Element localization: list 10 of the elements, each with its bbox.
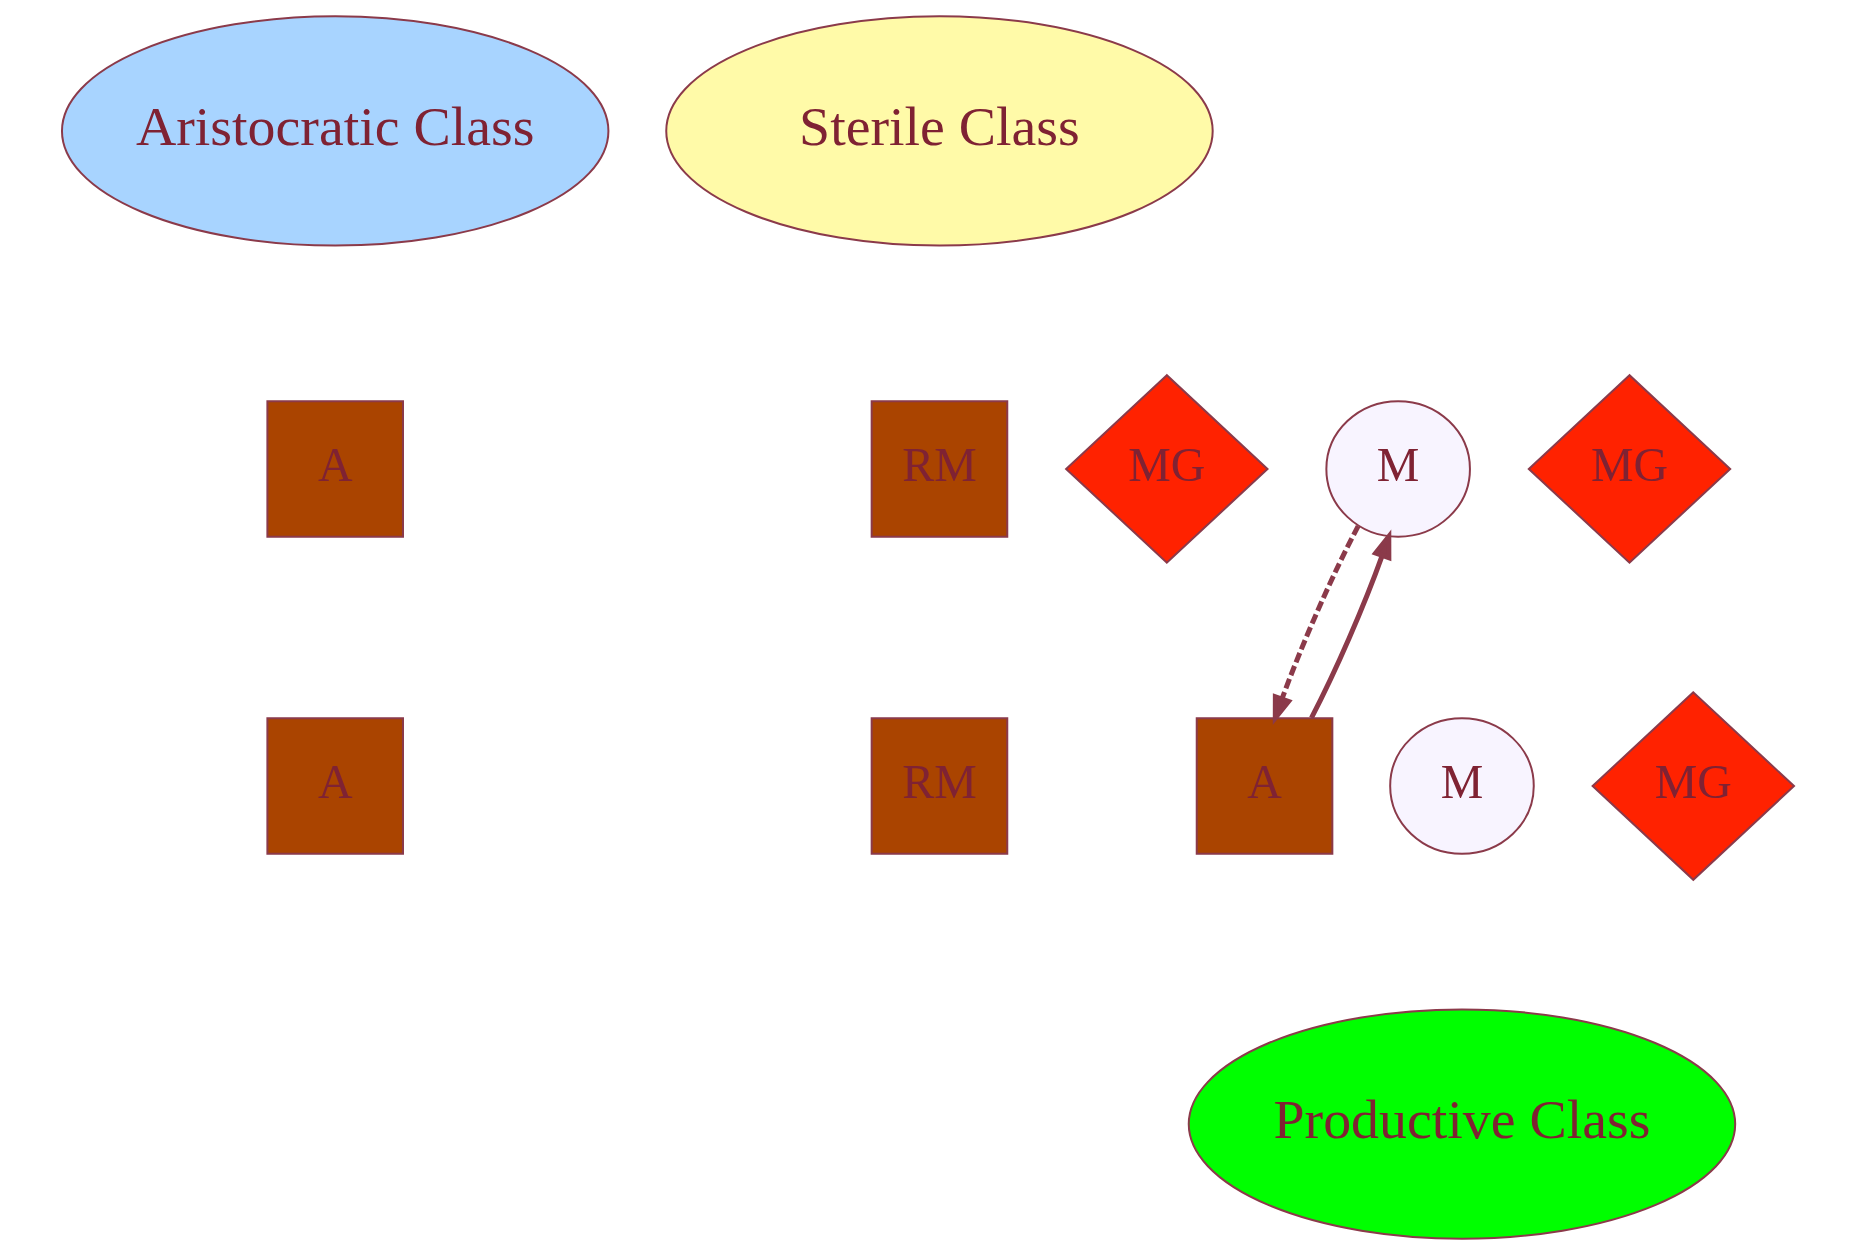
arrow: [1272, 525, 1360, 726]
node-circle: M: [1324, 400, 1471, 538]
node-diamond: MG: [1590, 690, 1795, 882]
arrow: [1308, 529, 1391, 720]
node-ellipse: Productive Class: [1187, 1008, 1736, 1240]
node-circle: M: [1388, 717, 1535, 855]
node-diamond: MG: [1526, 373, 1732, 565]
node-ellipse: Sterile Class: [664, 15, 1214, 247]
node-diamond: MG: [1064, 373, 1269, 565]
node-ellipse: Aristocratic Class: [60, 15, 609, 247]
